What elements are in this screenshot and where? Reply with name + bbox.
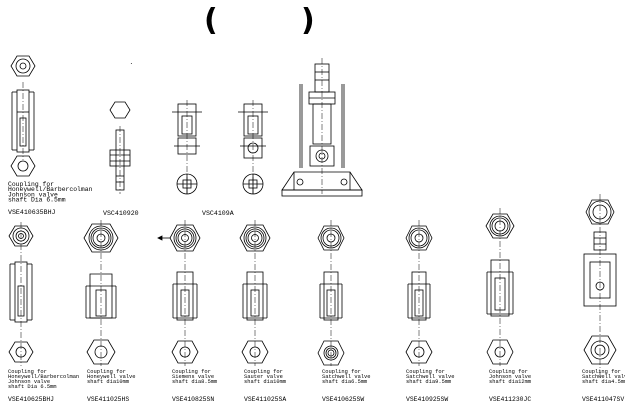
coupling-drawing-bottom-7 xyxy=(485,208,515,366)
actuator-bracket-drawing xyxy=(281,58,363,197)
coupling-drawing-top-4 xyxy=(238,100,268,196)
coupling-drawing-top-3 xyxy=(172,100,202,196)
part-code: VSC410920 xyxy=(103,210,139,217)
coupling-drawing-bottom-2 xyxy=(83,220,119,366)
title-open-paren: ( xyxy=(204,3,218,38)
part-code: VSE411025HS xyxy=(87,396,129,403)
part-code: VSE411230JC xyxy=(489,396,531,403)
coupling-drawing-bottom-5 xyxy=(317,220,345,366)
part-code: VSC4109A xyxy=(202,210,234,217)
title-close-paren: ) xyxy=(301,3,315,38)
coupling-drawing-bottom-8 xyxy=(583,194,617,378)
part-code: VSE410635BHJ xyxy=(8,209,56,216)
coupling-drawing-bottom-4 xyxy=(239,220,271,366)
part-code: VSE411047SV xyxy=(582,396,624,403)
part-code: VSE411025SA xyxy=(244,396,286,403)
coupling-drawing-bottom-6 xyxy=(405,220,433,366)
coupling-drawing-top-1 xyxy=(10,55,36,177)
part-code: VSE410625SW xyxy=(322,396,364,403)
coupling-drawing-bottom-3 xyxy=(157,220,201,366)
coupling-drawing-bottom-1 xyxy=(8,222,34,366)
part-code: VSE410825SN xyxy=(172,396,214,403)
part-code: VSE410625BHJ xyxy=(8,396,54,403)
part-code: VSE410925SW xyxy=(406,396,448,403)
coupling-drawing-top-2 xyxy=(109,101,131,194)
dot-mark: · xyxy=(130,59,133,68)
